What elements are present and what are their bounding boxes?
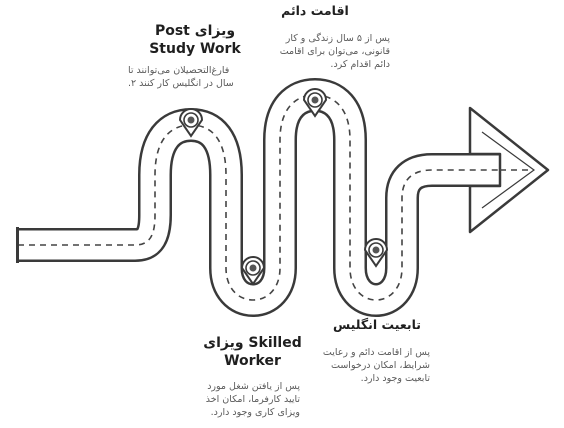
milestone-desc-line: قانونی، می‌توان برای اقامت — [279, 46, 390, 57]
milestone-title-citizenship: تابعیت انگلیس — [322, 316, 432, 334]
milestone-title-line: تابعیت انگلیس — [333, 317, 421, 332]
milestone-title-skilled: ویزای Skilled Worker — [195, 334, 310, 370]
milestone-title-line: اقامت دائم — [281, 3, 349, 18]
road-center-dashes — [18, 94, 500, 301]
pin-marker-post-study-icon — [178, 108, 204, 138]
milestone-desc-permanent: پس از ۵ سال زندگی و کار قانونی، می‌توان … — [258, 32, 390, 71]
milestone-desc-line: .ویزای کاری وجود دارد — [210, 407, 300, 418]
milestone-desc-citizenship: پس از اقامت دائم و رعایت شرایط، امکان در… — [300, 346, 430, 385]
milestone-desc-line: .سال در انگلیس کار کنند ۲ — [128, 78, 234, 89]
arrow-head — [468, 106, 550, 234]
milestone-title-line: Post ویزای — [154, 23, 236, 39]
milestone-desc-post-study: فارغ‌التحصیلان می‌توانند تا .سال در انگل… — [128, 64, 263, 90]
milestone-desc-line: پس از اقامت دائم و رعایت — [322, 347, 430, 358]
pin-marker-citizenship-icon — [363, 238, 389, 268]
milestone-desc-line: تایید کارفرما، امکان اخذ — [205, 394, 300, 405]
milestone-desc-line: شرایط، امکان درخواست — [331, 360, 430, 371]
milestone-title-permanent: اقامت دائم — [260, 2, 370, 20]
road-start-cap — [16, 227, 19, 263]
milestone-title-line: Study Work — [149, 41, 241, 57]
milestone-title-line: Worker — [224, 353, 281, 369]
milestone-desc-line: پس از ۵ سال زندگی و کار — [285, 33, 390, 44]
pin-marker-permanent-icon — [302, 88, 328, 118]
milestone-desc-line: .دائم اقدام کرد — [330, 59, 390, 70]
milestone-desc-line: فارغ‌التحصیلان می‌توانند تا — [128, 65, 230, 76]
milestone-desc-line: .تابعیت وجود دارد — [360, 373, 430, 384]
milestone-title-line: ویزای Skilled — [203, 335, 302, 351]
pin-marker-skilled-icon — [240, 256, 266, 286]
arrow-head-inner — [481, 131, 536, 209]
milestone-desc-line: پس از یافتن شغل مورد — [207, 381, 300, 392]
milestone-title-post-study: Post ویزای Study Work — [140, 22, 250, 58]
milestone-desc-skilled: پس از یافتن شغل مورد تایید کارفرما، امکا… — [180, 380, 300, 419]
